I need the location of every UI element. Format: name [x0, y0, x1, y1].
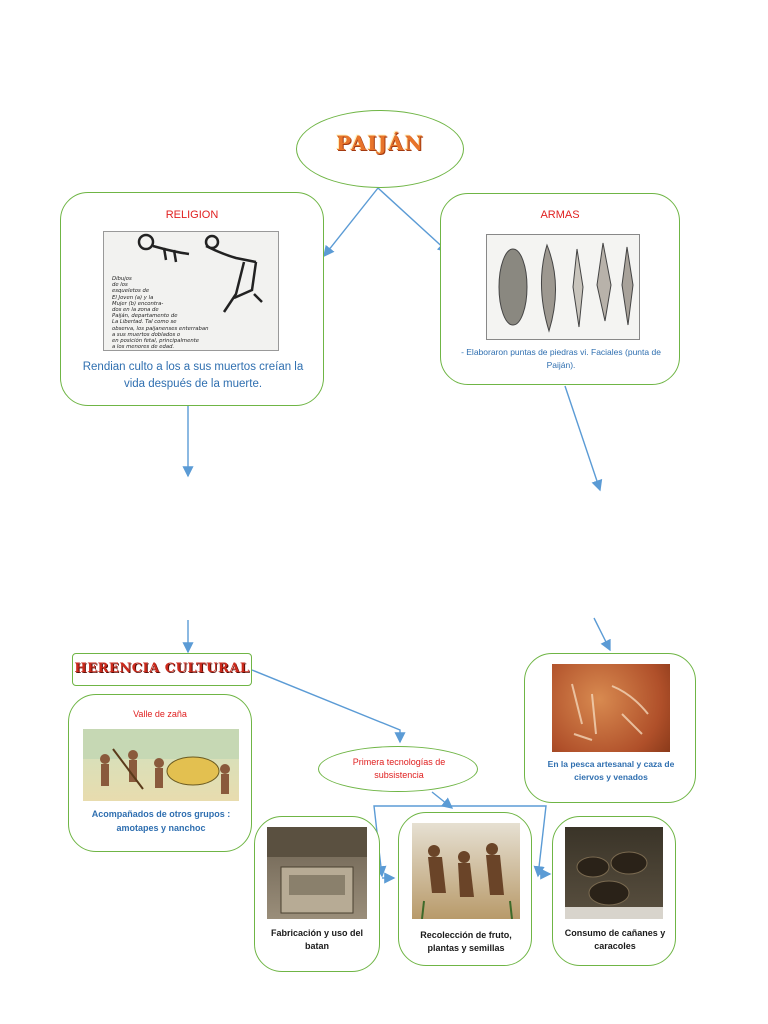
snails-icon — [565, 851, 663, 919]
batan-image — [267, 827, 367, 919]
image-text-line: esqueletos de — [112, 288, 150, 295]
image-text-line: Paiján, departamento de — [112, 313, 178, 320]
image-text-line: de los — [112, 282, 128, 289]
image-text-line: La Libertad. Tal como se — [112, 319, 177, 326]
image-text-line: dos en la zona de — [112, 307, 159, 314]
batan-caption: Fabricación y uso del batan — [270, 928, 364, 951]
tecnologias-title: Primera tecnologías de subsistencia — [352, 757, 446, 780]
cave-painting-icon — [571, 683, 649, 741]
herencia-title: HERENCIA CULTURAL — [74, 661, 250, 676]
image-text-line: en posición fetal, principalmente — [112, 338, 200, 345]
arrow-branch-right — [452, 805, 547, 878]
hunters-scene-image — [83, 729, 239, 801]
recoleccion-node: Recolección de fruto, plantas y semillas — [398, 812, 532, 966]
gathering-scene-image — [412, 823, 520, 919]
religion-title: RELIGION — [165, 209, 219, 221]
armas-node: ARMAS - Elaboraron puntas de piedras vi.… — [440, 193, 680, 385]
religion-caption: Rendian culto a los a sus muertos creían… — [82, 361, 304, 390]
arrow-to-pesca — [593, 617, 611, 652]
stone-points-icon — [498, 242, 634, 333]
consumo-node: Consumo de cañanes y caracoles — [552, 816, 676, 966]
batan-icon — [267, 827, 367, 914]
image-text-line: a sus muertos doblados o — [112, 331, 181, 338]
armas-caption: - Elaboraron puntas de piedras vi. Facia… — [461, 347, 661, 370]
image-text-line: observa, los paijanenses enterraban — [112, 325, 209, 332]
batan-node: Fabricación y uso del batan — [254, 816, 380, 972]
image-text-line: Mujer (b) encontra- — [112, 300, 164, 307]
armas-title: ARMAS — [540, 209, 580, 221]
arrow-herencia-tecnologias — [251, 669, 406, 744]
root-title: PAIJÁN — [336, 131, 424, 155]
gathering-scene-icon — [421, 843, 513, 919]
arrow-armas-down — [564, 385, 603, 492]
hunters-scene-icon — [83, 729, 239, 794]
stone-points-image — [486, 234, 640, 340]
religion-node: RELIGION Dibujos de los esqueletos de El… — [60, 192, 324, 406]
valle-title: Valle de zaña — [133, 709, 187, 719]
consumo-caption: Consumo de cañanes y caracoles — [564, 928, 666, 951]
valle-caption: Acompañados de otros grupos : amotapes y… — [91, 809, 231, 833]
snails-image — [565, 827, 663, 919]
skeleton-icon — [137, 233, 263, 313]
root-node: PAIJÁN — [296, 110, 464, 188]
cave-painting-image — [552, 664, 670, 752]
image-text-line: a los menores de edad. — [112, 344, 175, 351]
image-text-line: Dibujos — [112, 276, 132, 282]
tecnologias-node: Primera tecnologías de subsistencia — [318, 746, 478, 792]
arrow-root-armas — [377, 187, 450, 253]
pesca-caption: En la pesca artesanal y caza de ciervos … — [547, 759, 675, 782]
arrow-root-religion — [323, 187, 379, 258]
image-text-line: El Joven (a) y la — [112, 294, 154, 301]
pesca-node: En la pesca artesanal y caza de ciervos … — [524, 653, 696, 803]
skeleton-drawing-image: Dibujos de los esqueletos de El Joven (a… — [103, 231, 279, 351]
herencia-node: HERENCIA CULTURAL — [72, 653, 252, 686]
valle-node: Valle de zaña Acompañados de otros grupo… — [68, 694, 252, 852]
skeleton-caption-lines: Dibujos de los esqueletos de El Joven (a… — [112, 276, 208, 350]
recoleccion-caption: Recolección de fruto, plantas y semillas — [420, 930, 512, 953]
